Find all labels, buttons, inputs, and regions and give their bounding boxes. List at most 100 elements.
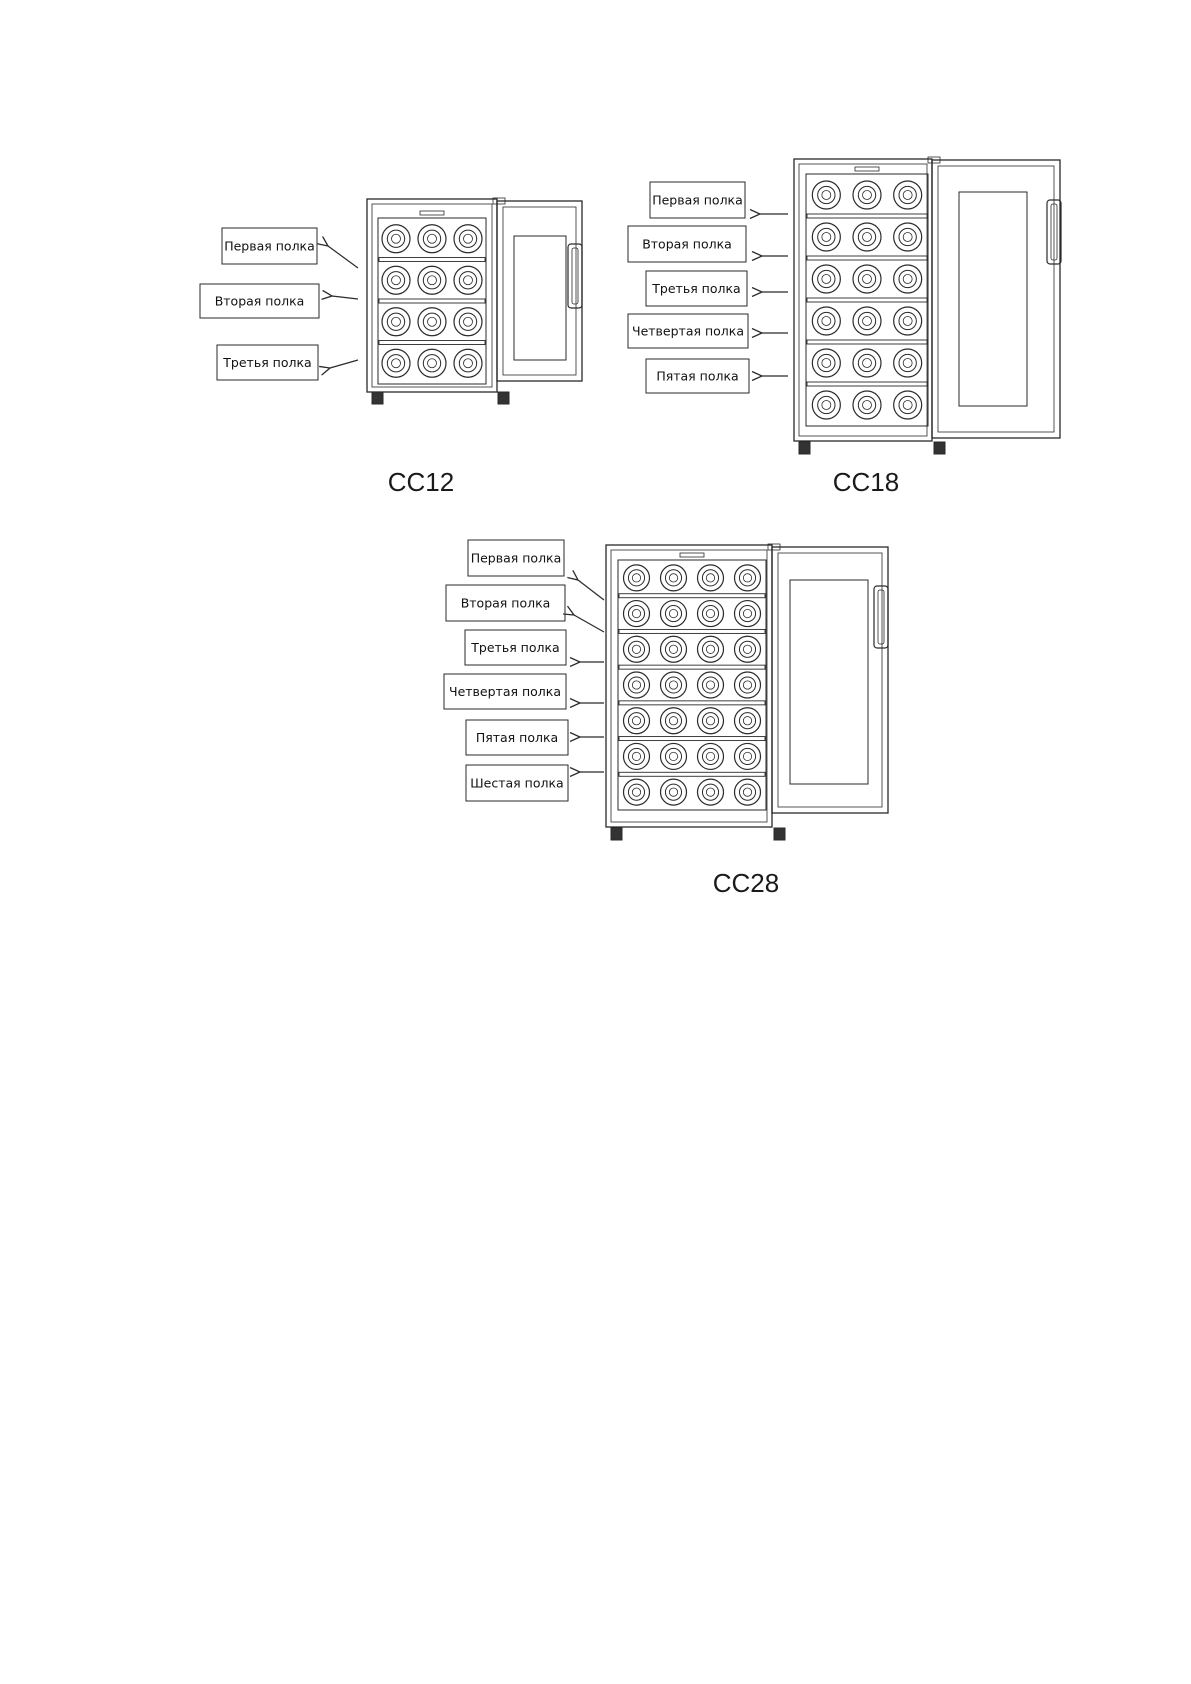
bottle	[893, 180, 923, 210]
shelf-label-text: Шестая полка	[470, 776, 563, 791]
model-caption: CC28	[713, 868, 779, 898]
shelf-label-1: Первая полка	[221, 227, 359, 269]
shelf-label-text: Четвертая полка	[449, 684, 561, 699]
bottle	[381, 224, 411, 254]
shelf	[806, 255, 928, 261]
shelf	[618, 736, 766, 742]
shelf-label-6: Шестая полка	[465, 764, 604, 802]
bottle	[453, 348, 483, 378]
door-handle	[567, 243, 583, 309]
bottle	[852, 390, 882, 420]
diagram-cc18: Первая полка Вторая полка Третья полка Ч…	[627, 156, 1062, 497]
bottle	[381, 265, 411, 295]
shelf	[618, 628, 766, 634]
bottle	[696, 742, 725, 771]
bottle	[659, 599, 688, 628]
door	[496, 200, 583, 382]
shelf	[378, 298, 486, 304]
cabinet-drawing	[605, 543, 889, 841]
bottle	[852, 264, 882, 294]
cabinet-drawing	[366, 197, 583, 405]
arrow	[574, 615, 605, 633]
shelf	[618, 700, 766, 706]
cabinet-leg	[933, 441, 946, 455]
bottle	[622, 635, 651, 663]
bottle	[811, 264, 841, 294]
shelf-label-1: Первая полка	[467, 539, 605, 601]
bottle	[659, 671, 688, 699]
bottle	[622, 564, 651, 592]
bottle	[417, 307, 447, 337]
diagram-cc28: Первая полка Вторая полка Третья полка Ч…	[443, 539, 889, 898]
bottle	[811, 348, 841, 378]
shelf-label-text: Четвертая полка	[632, 324, 744, 339]
bottle	[659, 707, 688, 735]
shelf-label-4: Четвертая полка	[443, 673, 604, 710]
cabinet-leg	[497, 391, 510, 405]
shelf-label-text: Третья полка	[651, 281, 740, 296]
door	[771, 546, 889, 814]
cabinet-drawing	[793, 156, 1062, 455]
bottle	[659, 635, 688, 663]
arrow	[332, 296, 359, 299]
shelf	[806, 297, 928, 303]
bottle	[453, 265, 483, 295]
arrow	[330, 359, 359, 368]
shelf	[806, 381, 928, 387]
bottle	[893, 390, 923, 420]
shelf-label-text: Вторая полка	[215, 294, 305, 309]
shelf-label-4: Четвертая полка	[627, 313, 788, 349]
door-glass	[789, 579, 869, 785]
model-caption: CC18	[833, 467, 899, 497]
bottle	[811, 180, 841, 210]
bottle	[852, 306, 882, 336]
door-handle	[1046, 199, 1062, 265]
bottle	[696, 671, 725, 699]
bottle	[622, 778, 651, 806]
door-glass	[958, 191, 1028, 407]
shelf-label-2: Вторая полка	[627, 225, 788, 263]
shelf-label-text: Первая полка	[224, 239, 315, 254]
shelf-label-text: Пятая полка	[476, 730, 558, 745]
bottle	[893, 264, 923, 294]
shelf	[618, 664, 766, 670]
bottle	[659, 564, 688, 592]
door-handle	[873, 585, 889, 649]
shelf-label-text: Первая полка	[471, 551, 562, 566]
bottle	[417, 265, 447, 295]
shelf	[378, 257, 486, 262]
shelf-label-3: Третья полка	[464, 629, 604, 665]
bottle	[733, 599, 762, 628]
bottle	[622, 707, 651, 735]
door	[931, 159, 1061, 439]
shelf	[618, 593, 766, 599]
shelf-label-text: Третья полка	[222, 355, 311, 370]
bottle	[622, 671, 651, 699]
shelf-label-5: Пятая полка	[465, 719, 604, 756]
bottle	[852, 348, 882, 378]
shelf-label-text: Вторая полка	[461, 596, 551, 611]
shelf-label-text: Пятая полка	[656, 369, 738, 384]
cabinet-leg	[610, 827, 623, 841]
shelf-label-1: Первая полка	[649, 181, 788, 218]
shelf-label-2: Вторая полка	[445, 584, 605, 633]
bottle	[733, 671, 762, 699]
bottle	[417, 224, 447, 254]
bottle	[696, 707, 725, 735]
shelf-label-text: Вторая полка	[642, 237, 732, 252]
bottle	[811, 306, 841, 336]
bottle	[696, 778, 725, 806]
diagram-cc12: Первая полка Вторая полка Третья полка C…	[199, 197, 583, 497]
bottle	[696, 564, 725, 592]
shelf-label-text: Третья полка	[470, 640, 559, 655]
bottle	[696, 635, 725, 663]
bottle	[893, 222, 923, 252]
shelf	[378, 340, 486, 345]
bottle	[659, 742, 688, 771]
bottle	[811, 222, 841, 252]
shelf-label-text: Первая полка	[652, 193, 743, 208]
bottle	[417, 348, 447, 378]
bottle	[659, 778, 688, 806]
bottle	[622, 742, 651, 771]
